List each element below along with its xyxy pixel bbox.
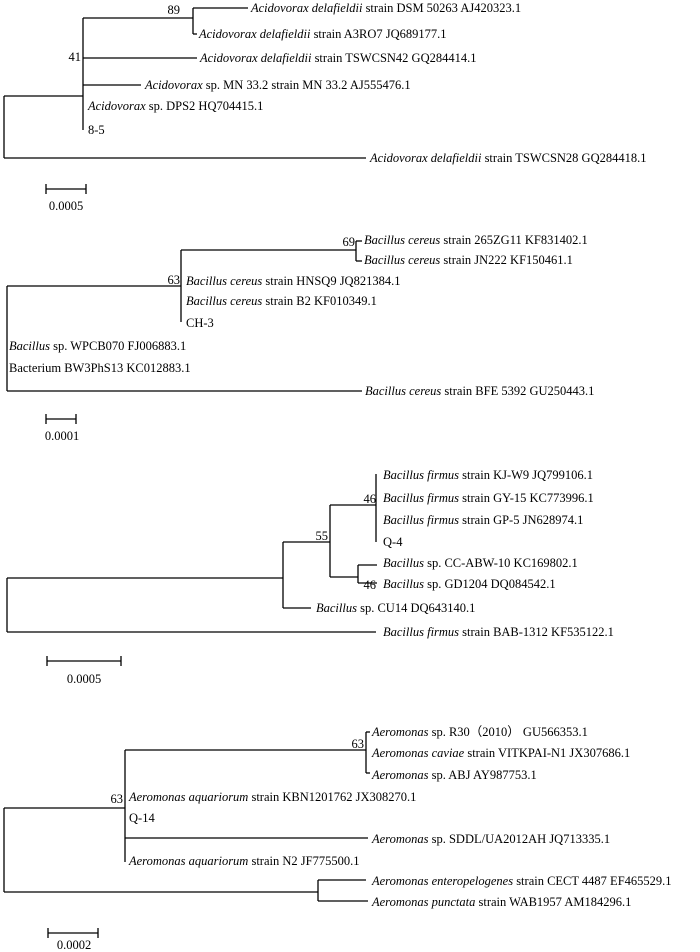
leaf-label: Aeromonas enteropelogenes strain CECT 44… [371, 874, 672, 888]
leaf-label: Bacillus cereus strain JN222 KF150461.1 [364, 253, 573, 267]
leaf-label: Acidovorax delafieldii strain TSWCSN42 G… [199, 51, 477, 65]
leaf-label: Bacillus sp. GD1204 DQ084542.1 [383, 577, 556, 591]
leaf-label: Bacillus sp. CU14 DQ643140.1 [316, 601, 475, 615]
bootstrap-value: 69 [343, 235, 356, 249]
leaf-label: Acidovorax delafieldii strain A3RO7 JQ68… [198, 27, 447, 41]
leaf-label: Q-4 [383, 535, 403, 549]
leaf-label: Bacillus firmus strain GP-5 JN628974.1 [383, 513, 583, 527]
leaf-label: Acidovorax sp. DPS2 HQ704415.1 [87, 99, 263, 113]
bootstrap-value: 41 [69, 50, 82, 64]
leaf-label: Aeromonas punctata strain WAB1957 AM1842… [371, 895, 631, 909]
leaf-label: Aeromonas sp. R30（2010） GU566353.1 [371, 725, 588, 739]
bootstrap-value: 55 [316, 529, 329, 543]
bootstrap-value: 63 [168, 273, 181, 287]
leaf-label: Aeromonas caviae strain VITKPAI-N1 JX307… [371, 746, 630, 760]
leaf-label: Aeromonas aquariorum strain KBN1201762 J… [128, 790, 416, 804]
leaf-label: CH-3 [186, 316, 214, 330]
tree-aeromonas: 63 63 Aeromonas sp. R30（2010） GU566353.1… [3, 725, 672, 952]
scale-bar-label: 0.0002 [57, 938, 91, 952]
leaf-label: Bacillus sp. CC-ABW-10 KC169802.1 [383, 556, 578, 570]
leaf-label: Aeromonas aquariorum strain N2 JF775500.… [128, 854, 359, 868]
leaf-label: Bacillus firmus strain BAB-1312 KF535122… [383, 625, 614, 639]
bootstrap-value: 89 [168, 3, 181, 17]
leaf-label: Bacterium BW3PhS13 KC012883.1 [9, 361, 191, 375]
leaf-label: Bacillus sp. WPCB070 FJ006883.1 [9, 339, 186, 353]
scale-bar: 0.0002 [47, 928, 99, 952]
leaf-label: Q-14 [129, 811, 155, 825]
leaf-label: Bacillus cereus strain HNSQ9 JQ821384.1 [186, 274, 400, 288]
scale-bar: 0.0005 [46, 656, 122, 686]
leaf-label: Bacillus cereus strain B2 KF010349.1 [186, 294, 377, 308]
leaf-label: Bacillus cereus strain BFE 5392 GU250443… [365, 384, 594, 398]
bootstrap-value: 63 [352, 737, 365, 751]
leaf-label: Bacillus firmus strain GY-15 KC773996.1 [383, 491, 594, 505]
leaf-label: Bacillus firmus strain KJ-W9 JQ799106.1 [383, 468, 593, 482]
bootstrap-value: 46 [364, 578, 377, 592]
tree-acidovorax: 89 41 Acidovorax delafieldii strain DSM … [3, 1, 647, 213]
tree-bacillus-firmus: 46 55 46 Bacillus firmus strain KJ-W9 JQ… [6, 468, 614, 686]
scale-bar: 0.0005 [45, 184, 87, 213]
leaf-label: Aeromonas sp. SDDL/UA2012AH JQ713335.1 [371, 832, 610, 846]
leaf-label: Aeromonas sp. ABJ AY987753.1 [371, 768, 537, 782]
tree-bacillus-cereus: 69 63 Bacillus cereus strain 265ZG11 KF8… [6, 233, 594, 443]
leaf-label: Acidovorax delafieldii strain DSM 50263 … [250, 1, 521, 15]
scale-bar-label: 0.0001 [45, 429, 79, 443]
scale-bar-label: 0.0005 [49, 199, 83, 213]
scale-bar: 0.0001 [45, 414, 79, 443]
leaf-label: Acidovorax delafieldii strain TSWCSN28 G… [369, 151, 647, 165]
leaf-label: Acidovorax sp. MN 33.2 strain MN 33.2 AJ… [144, 78, 411, 92]
leaf-label: Bacillus cereus strain 265ZG11 KF831402.… [364, 233, 588, 247]
bootstrap-value: 46 [364, 492, 377, 506]
scale-bar-label: 0.0005 [67, 672, 101, 686]
leaf-label: 8-5 [88, 123, 105, 137]
bootstrap-value: 63 [111, 792, 124, 806]
